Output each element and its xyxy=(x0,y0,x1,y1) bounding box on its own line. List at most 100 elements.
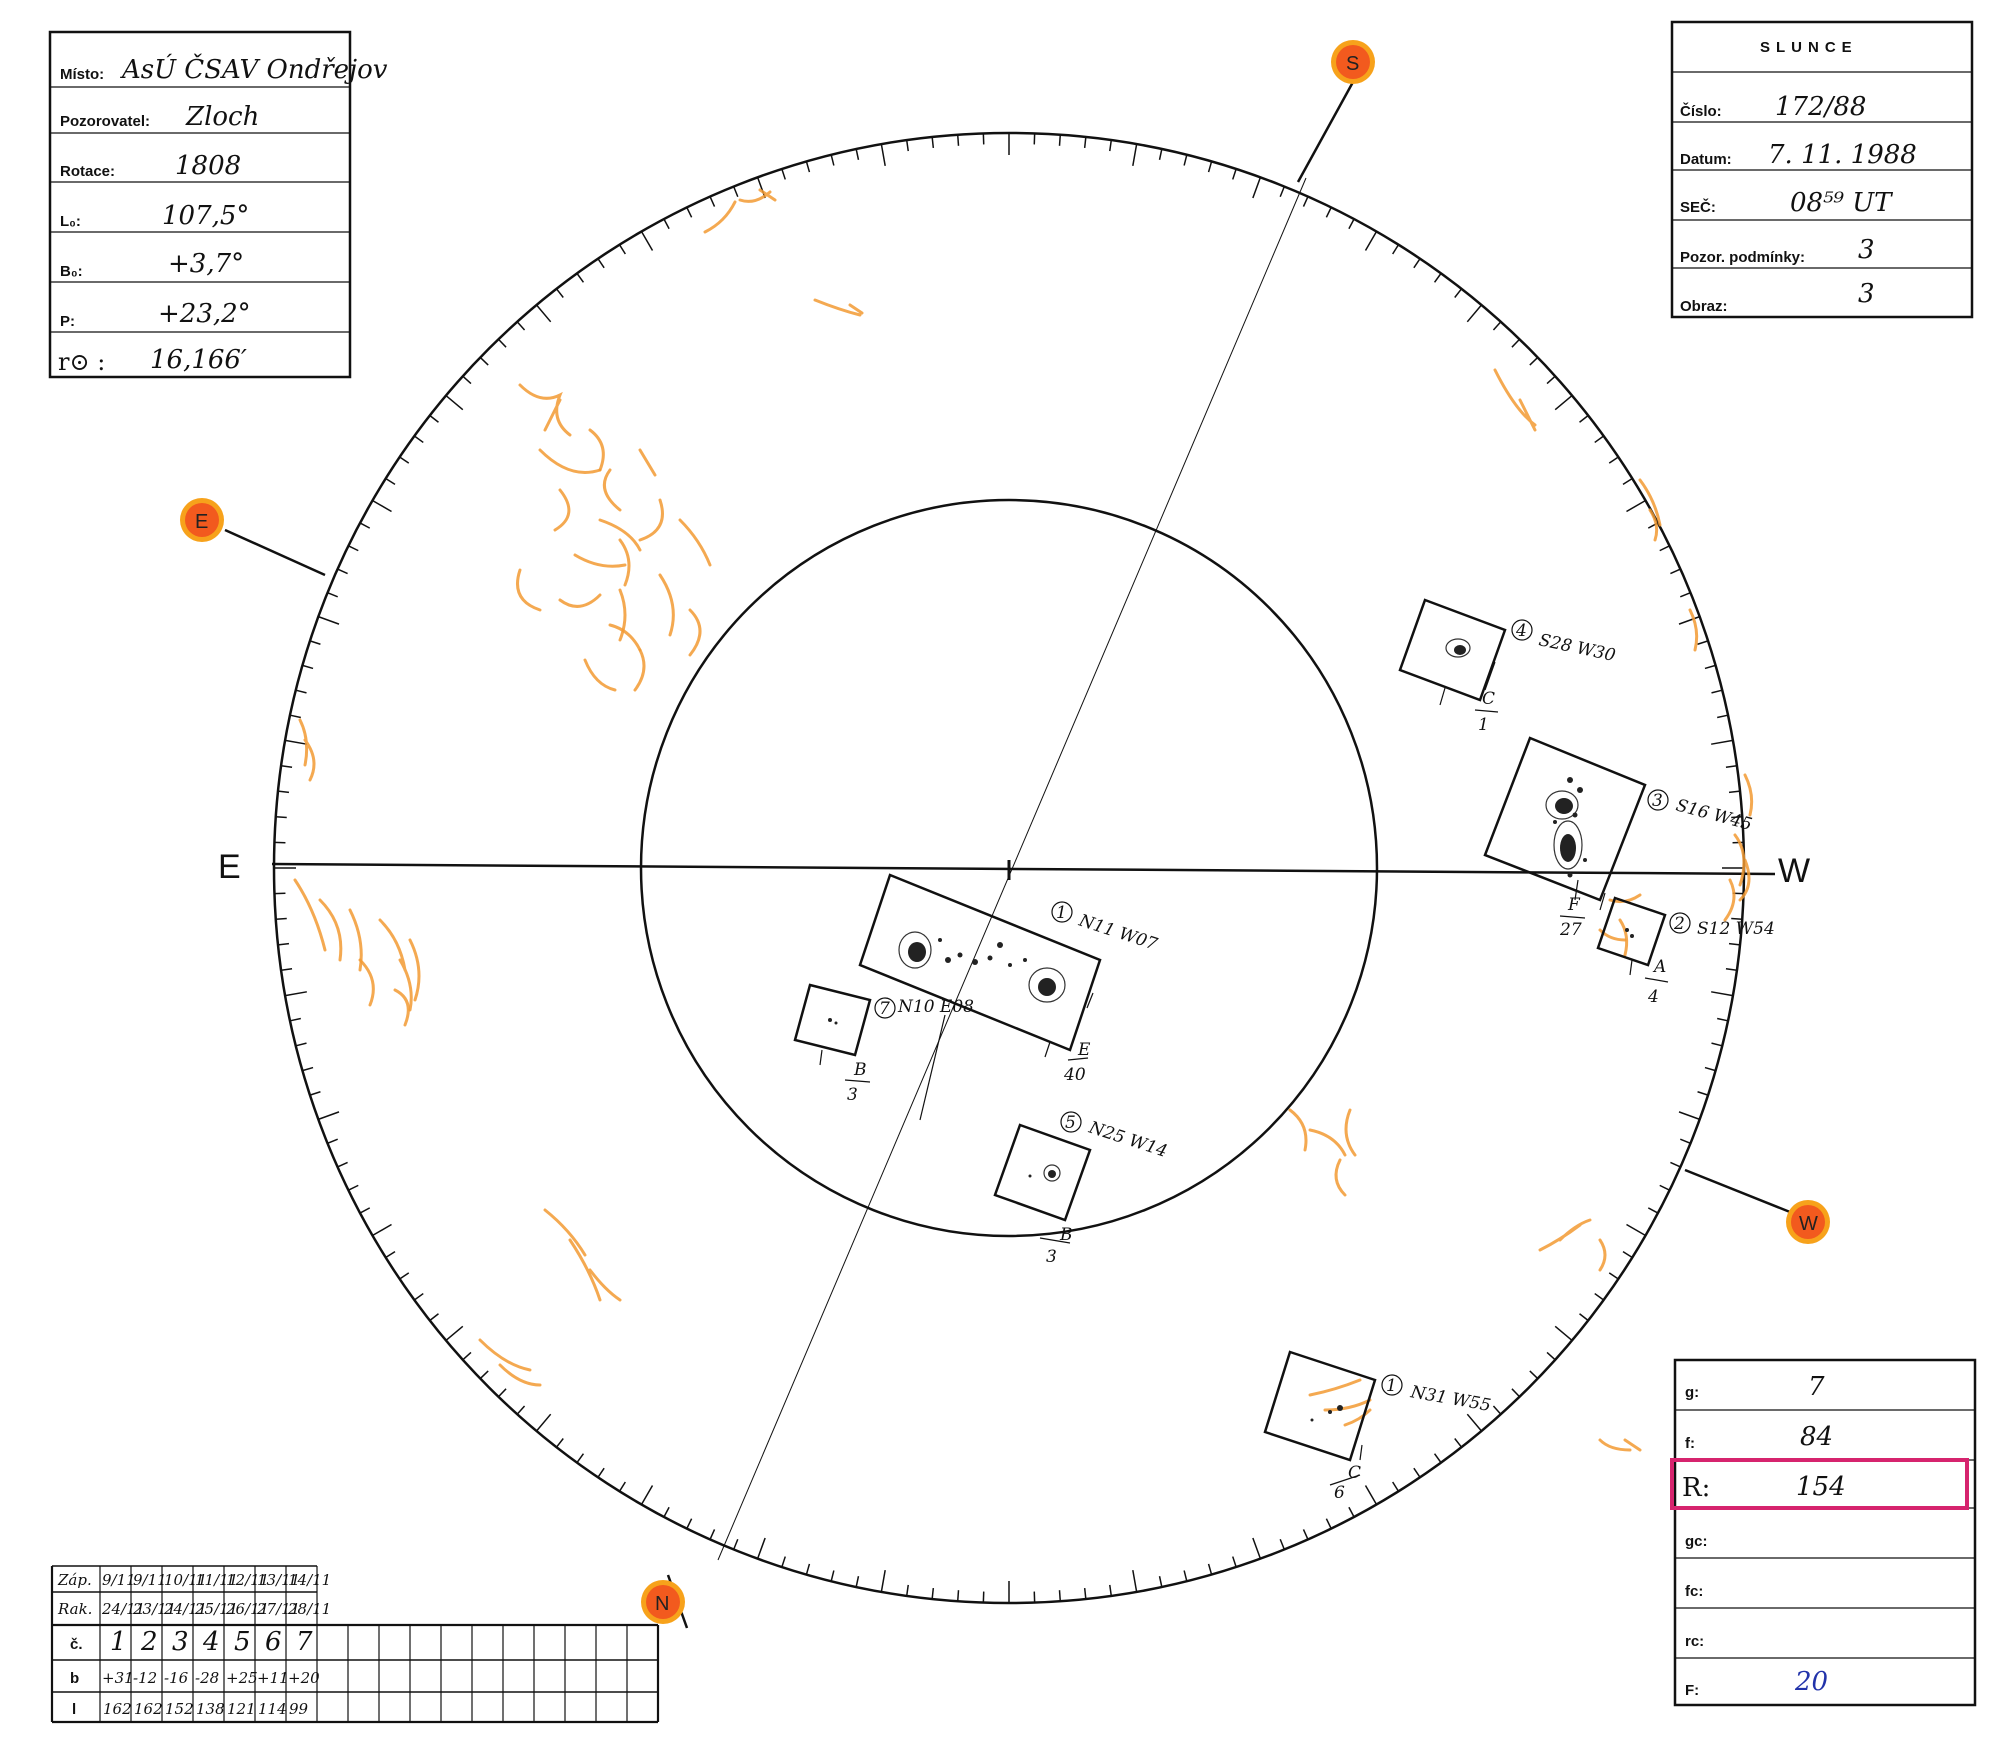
table-cell-b: -12 xyxy=(133,1669,157,1687)
svg-text:E: E xyxy=(195,511,208,533)
r-highlight-frame xyxy=(1670,1458,1969,1510)
limb-tick xyxy=(781,168,786,180)
limb-tick xyxy=(1554,394,1573,411)
limb-tick xyxy=(1670,1161,1681,1168)
limb-tick xyxy=(1279,186,1286,197)
svg-text:S: S xyxy=(1346,53,1359,75)
limb-tick xyxy=(1083,136,1087,149)
limb-tick xyxy=(1511,1388,1521,1398)
limb-tick xyxy=(1594,435,1605,444)
limb-tick xyxy=(1670,568,1681,575)
limb-tick xyxy=(1302,196,1309,207)
svg-text:N: N xyxy=(655,1593,669,1615)
group-7-class: B xyxy=(853,1060,867,1080)
sunspot-group-6 xyxy=(858,873,1102,1058)
image-label: Obraz: xyxy=(1680,298,1728,315)
group-6-count: 40 xyxy=(1063,1065,1086,1085)
limb-tick xyxy=(277,942,290,946)
limb-tick xyxy=(302,1066,314,1072)
limb-tick xyxy=(1183,1570,1188,1582)
limb-tick xyxy=(956,1590,960,1602)
limb-tick xyxy=(1109,140,1113,152)
group-2-annotation: 2 S12 W54 A 4 xyxy=(1644,912,1775,1007)
limb-tick xyxy=(285,739,307,745)
time-label: SEČ: xyxy=(1680,198,1716,216)
table-cell-c: 3 xyxy=(172,1627,189,1657)
table-cell-l: 152 xyxy=(165,1700,194,1718)
rotation-label: Rotace: xyxy=(60,163,115,180)
limb-tick xyxy=(1466,1413,1483,1432)
table-cell-zap: 14/11 xyxy=(288,1571,331,1589)
f-value: 84 xyxy=(1800,1422,1833,1452)
inner-circle xyxy=(639,498,1379,1238)
sunspot-group-5 xyxy=(993,1123,1092,1222)
table-cell-b: +20 xyxy=(288,1669,320,1687)
limb-tick xyxy=(618,244,626,255)
sheet-title: SLUNCE xyxy=(1760,39,1858,56)
sunspot-group-7 xyxy=(793,983,946,1121)
limb-tick xyxy=(289,714,301,719)
group-4-number: 4 xyxy=(1515,621,1527,641)
limb-tick xyxy=(1626,499,1646,513)
limb-tick xyxy=(1680,591,1691,598)
limb-tick xyxy=(1348,218,1355,230)
limb-tick xyxy=(1413,258,1421,269)
group-7-annotation: 7 N10 E08 B 3 xyxy=(844,997,974,1105)
limb-tick xyxy=(1158,148,1163,160)
limb-tick xyxy=(385,1251,396,1259)
observation-header-left: Místo: AsÚ ČSAV Ondřejov Pozorovatel: Zl… xyxy=(48,30,388,379)
limb-tick xyxy=(855,1576,860,1588)
limb-tick xyxy=(1302,1529,1309,1540)
p-label: P: xyxy=(60,313,75,330)
limb-tick xyxy=(576,272,585,283)
table-cell-rak: 24/11 xyxy=(163,1600,207,1618)
place-value: AsÚ ČSAV Ondřejov xyxy=(120,53,388,85)
table-cell-rak: 24/11 xyxy=(101,1600,145,1618)
limb-tick xyxy=(732,186,739,197)
table-cell-l: 162 xyxy=(134,1700,163,1718)
east-west-line xyxy=(271,862,1776,876)
limb-tick xyxy=(359,522,371,529)
table-cell-l: 162 xyxy=(103,1700,132,1718)
badge-e: E xyxy=(180,498,224,542)
limb-tick xyxy=(516,1405,526,1415)
badge-s: S xyxy=(1331,40,1375,84)
limb-tick xyxy=(1232,168,1237,180)
limb-tick xyxy=(372,499,392,513)
limb-tick xyxy=(1647,1207,1659,1214)
conditions-label: Pozor. podmínky: xyxy=(1680,249,1805,266)
limb-tick xyxy=(1728,942,1741,946)
limb-tick xyxy=(1717,714,1729,719)
limb-tick xyxy=(1579,414,1589,423)
limb-tick xyxy=(429,1313,439,1322)
limb-tick xyxy=(337,1161,348,1168)
limb-tick xyxy=(1704,664,1716,670)
group-7-count: 3 xyxy=(847,1085,858,1105)
limb-tick xyxy=(1232,1556,1237,1568)
table-cell-b: +11 xyxy=(257,1669,289,1687)
group-1-class: C xyxy=(1348,1463,1361,1483)
group-6-annotation: 1 N11 W07 E 40 xyxy=(1051,901,1160,1085)
limb-tick-marks xyxy=(274,133,1744,1603)
r-value: 154 xyxy=(1796,1472,1846,1502)
group-4-class: C xyxy=(1482,689,1495,709)
group-3-number: 3 xyxy=(1652,791,1663,811)
limb-tick xyxy=(1680,1138,1691,1145)
limb-tick xyxy=(277,790,290,794)
limb-tick xyxy=(1433,272,1442,283)
limb-tick xyxy=(1659,1184,1670,1191)
table-label-c: č. xyxy=(70,1636,83,1653)
limb-tick xyxy=(479,356,489,366)
limb-tick xyxy=(1109,1584,1113,1596)
group-annotations: 1 N11 W07 E 40 7 N10 E08 B 3 5 N25 W14 B… xyxy=(844,619,1775,1503)
observation-header-right: SLUNCE Číslo: 172/88 Datum: 7. 11. 1988 … xyxy=(1670,20,1974,319)
limb-tick xyxy=(1132,144,1138,166)
limb-tick xyxy=(1626,1223,1646,1237)
limb-tick xyxy=(1511,338,1521,348)
gc-label: gc: xyxy=(1685,1533,1708,1550)
table-cell-b: +31 xyxy=(102,1669,134,1687)
table-cell-b: -28 xyxy=(195,1669,219,1687)
limb-tick xyxy=(462,375,472,385)
b0-value: +3,7° xyxy=(168,249,244,279)
limb-tick xyxy=(327,1138,338,1145)
